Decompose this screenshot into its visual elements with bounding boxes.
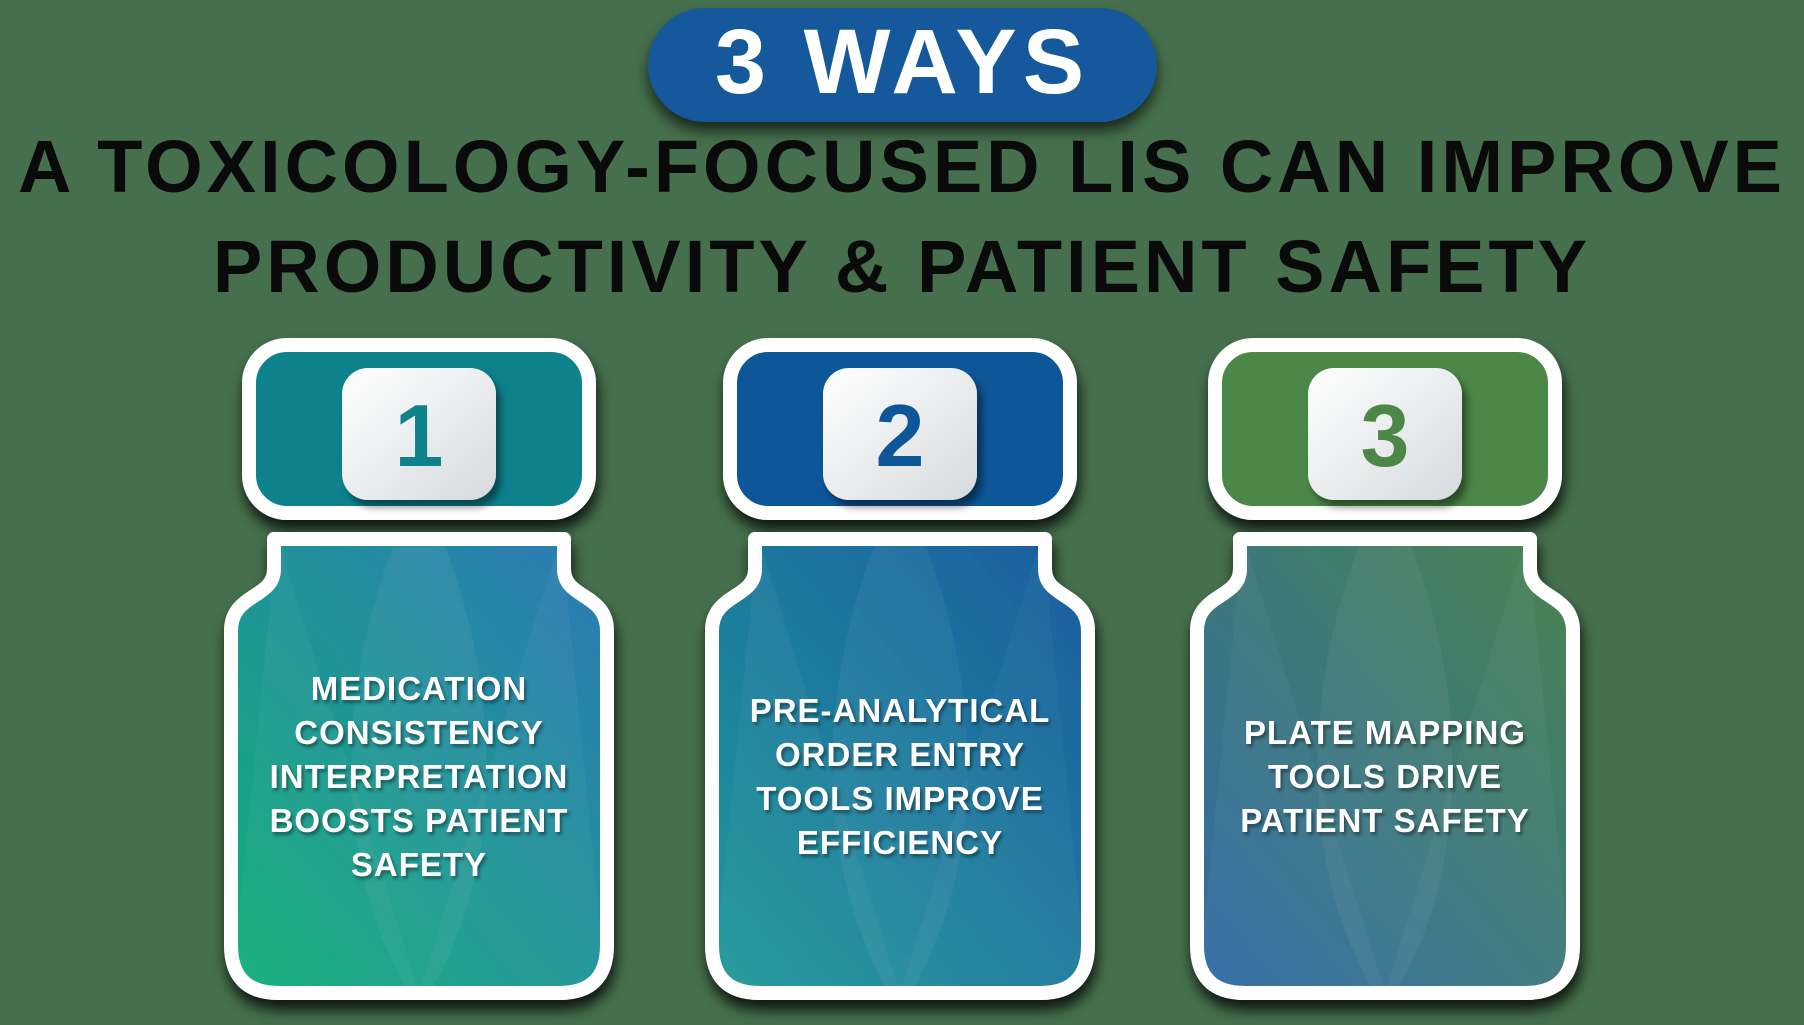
- bottle-1-graphic: 1: [224, 338, 614, 1000]
- bottle-3-graphic: 3: [1190, 338, 1580, 1000]
- card-3-bottle: 3 PLATE MAPPING TOOLS DRIVE PATIENT SAFE…: [1183, 337, 1587, 1025]
- title-line-2: PRODUCTIVITY & PATIENT SAFETY: [212, 225, 1592, 308]
- leaf-watermark: [231, 539, 607, 993]
- card-1-bottle: 1 MEDICATION CONSISTENCY INTERPRETATION …: [217, 337, 621, 1025]
- card-3-text: PLATE MAPPING TOOLS DRIVE PATIENT SAFETY: [1240, 713, 1530, 839]
- number-plate: [342, 368, 496, 500]
- leaf-watermark: [1197, 539, 1573, 993]
- number-plate: [823, 368, 977, 500]
- card-number: 1: [395, 386, 444, 485]
- title-line-1: A TOXICOLOGY-FOCUSED LIS CAN IMPROVE: [17, 125, 1787, 208]
- badge-label: 3 WAYS: [714, 10, 1091, 113]
- card-2-bottle: 2 PRE-ANALYTICAL ORDER ENTRY TOOLS IMPRO…: [698, 337, 1102, 1025]
- card-number: 2: [876, 386, 925, 485]
- card-2-text: PRE-ANALYTICAL ORDER ENTRY TOOLS IMPROVE…: [749, 691, 1051, 861]
- card-number: 3: [1361, 386, 1410, 485]
- card-1-text: MEDICATION CONSISTENCY INTERPRETATION BO…: [269, 669, 569, 883]
- main-title: A TOXICOLOGY-FOCUSED LIS CAN IMPROVE PRO…: [0, 117, 1804, 317]
- three-ways-badge: 3 WAYS: [648, 8, 1157, 122]
- bottle-2-graphic: 2: [705, 338, 1095, 1000]
- number-plate: [1308, 368, 1462, 500]
- leaf-watermark: [712, 539, 1088, 993]
